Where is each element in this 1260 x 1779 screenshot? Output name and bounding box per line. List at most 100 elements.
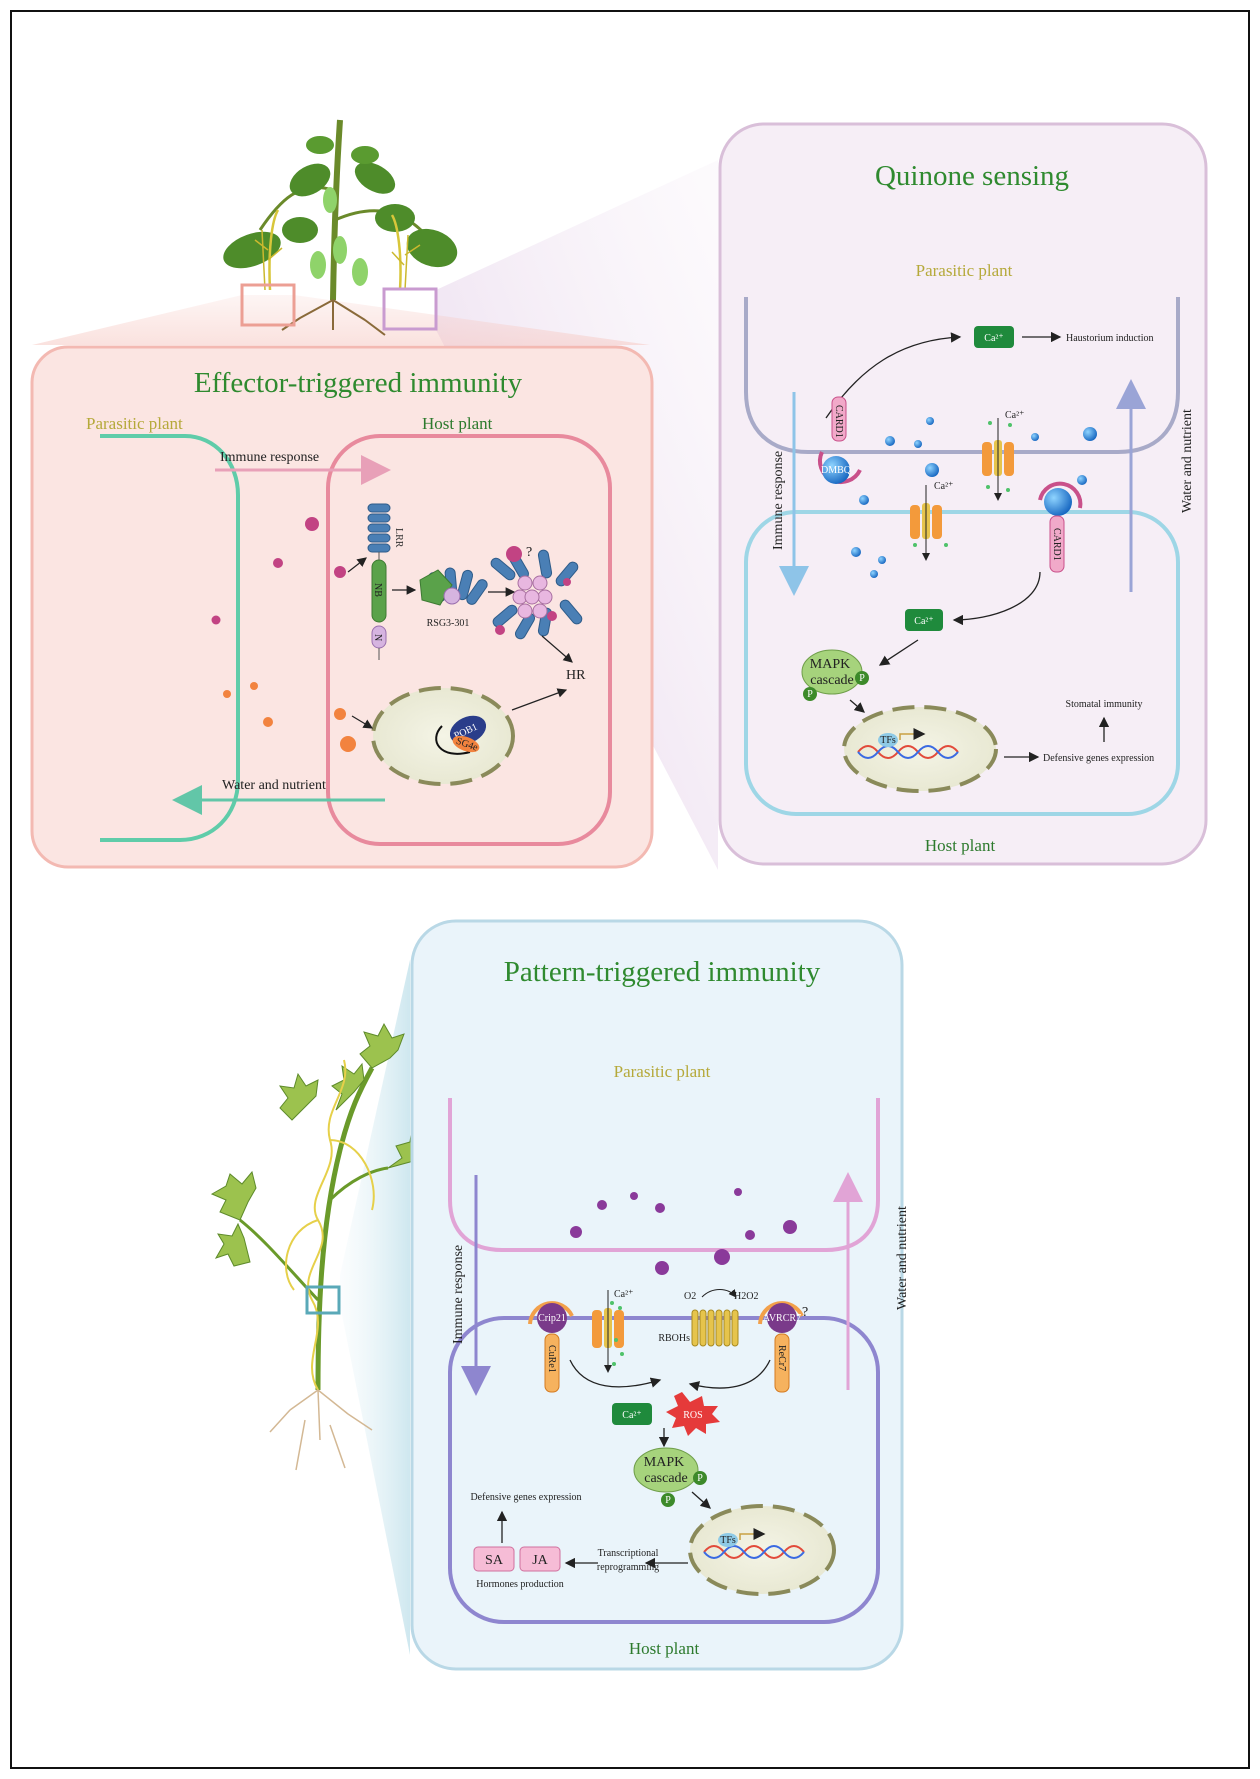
quinone-ca-badge-host: [905, 609, 943, 631]
quinone-dmbq-label: DMBQ: [821, 465, 852, 476]
eti-parasite-membrane: [100, 434, 240, 842]
pti-rbohs: [691, 1309, 739, 1347]
pti-zoom-box: [305, 1285, 341, 1315]
quinone-ca-channel-lower: [910, 485, 942, 561]
eti-nb-label: NB: [372, 583, 383, 597]
pti-sa-label: SA: [485, 1553, 504, 1568]
pti-host-cell: [448, 1316, 880, 1624]
pti-tfs-label: TFs: [720, 1535, 736, 1546]
quinone-immune-label: Immune response: [771, 451, 786, 550]
pti-transcriptional-line2: reprogramming: [597, 1562, 659, 1573]
pti-hormones-label: Hormones production: [476, 1579, 564, 1590]
quinone-defensive-label: Defensive genes expression: [1043, 753, 1154, 764]
pti-title: Pattern-triggered immunity: [504, 956, 821, 988]
pti-parasite-membrane: [448, 1098, 880, 1252]
eti-title: Effector-triggered immunity: [194, 367, 523, 399]
quinone-host-label: Host plant: [925, 836, 996, 855]
eti-immune-label: Immune response: [220, 450, 319, 465]
pti-host-label: Host plant: [629, 1639, 700, 1658]
quinone-host-cell: [744, 510, 1180, 816]
pti-ja-box: [519, 1546, 561, 1572]
quinone-zoom-box: [382, 287, 438, 331]
quinone-ca-host-label: Ca²⁺: [914, 616, 933, 627]
pti-immune-label: Immune response: [451, 1245, 466, 1344]
pti-pamp-molecules: [570, 1188, 797, 1275]
eti-resistosome: [490, 546, 583, 640]
quinone-card1-host: [1049, 515, 1065, 573]
quinone-title: Quinone sensing: [875, 160, 1069, 192]
pti-ja-label: JA: [532, 1553, 548, 1568]
pti-crip21-ligand: [537, 1303, 567, 1333]
pti-p2: P: [665, 1495, 671, 1506]
pti-sa-box: [473, 1546, 515, 1572]
host-plant-illustration-bottom: [210, 1022, 433, 1471]
quinone-ca-channel-upper-label: Ca²⁺: [1005, 410, 1024, 421]
eti-host-label: Host plant: [422, 414, 493, 433]
eti-nucleus: [371, 686, 515, 786]
quinone-p2: P: [807, 689, 813, 700]
pti-o2-label: O2: [684, 1291, 696, 1302]
eti-water-label: Water and nutrient: [222, 778, 326, 793]
quinone-molecules: [851, 417, 1097, 578]
eti-nlr-receptor: LRR NB N: [367, 503, 404, 660]
pti-question: ?: [802, 1305, 808, 1320]
quinone-parasitic-label: Parasitic plant: [916, 261, 1013, 280]
pti-cure1-label: CuRe1: [546, 1345, 557, 1373]
pti-ca-badge-label: Ca²⁺: [622, 1410, 641, 1421]
eti-pob1-protein: POB1 SG4e: [449, 715, 487, 754]
pti-cure1-receptor: [544, 1333, 560, 1393]
quinone-card1-host-label: CARD1: [1051, 528, 1062, 561]
eti-host-cell: [326, 434, 612, 846]
quinone-tfs-label: TFs: [880, 735, 896, 746]
quinone-p1: P: [859, 673, 865, 684]
pti-ca-badge: [612, 1403, 652, 1425]
pti-h2o2-label: H2O2: [734, 1291, 758, 1302]
eti-hr-label: HR: [566, 668, 586, 683]
eti-parasitic-label: Parasitic plant: [86, 414, 183, 433]
quinone-ca-channel-upper: [982, 418, 1014, 501]
quinone-dna: [857, 745, 959, 759]
zoom-connector-pti: [340, 960, 410, 1655]
quinone-mapk-line1: MAPK: [810, 657, 850, 672]
pti-avr-label: AVRCR7: [763, 1313, 801, 1324]
zoom-connector-eti: [32, 295, 650, 345]
pti-panel-bg: [410, 919, 904, 1671]
pti-crip21-label: Crip21: [538, 1313, 566, 1324]
pti-avr-ligand: [767, 1303, 797, 1333]
pti-mapk-line1: MAPK: [644, 1455, 684, 1470]
quinone-haustorium-label: Haustorium induction: [1066, 333, 1154, 344]
pti-ros-label: ROS: [683, 1410, 702, 1421]
quinone-ca-badge-top: [974, 326, 1014, 348]
quinone-mapk-line2: cascade: [810, 673, 854, 688]
pti-parasitic-label: Parasitic plant: [614, 1062, 711, 1081]
quinone-water-label: Water and nutrient: [1180, 409, 1195, 513]
eti-panel: Effector-triggered immunity Parasitic pl…: [30, 345, 654, 869]
eti-rsg-complex: [419, 567, 488, 606]
host-plant-illustration-top: [223, 119, 458, 336]
pti-mapk-line2: cascade: [644, 1471, 688, 1486]
quinone-panel: Quinone sensing Parasitic plant Immune r…: [718, 122, 1208, 866]
eti-n-label: N: [372, 634, 383, 641]
quinone-dmbq-ball: [822, 456, 850, 484]
pti-ca-channel-label: Ca²⁺: [614, 1289, 633, 1300]
eti-question: ?: [526, 545, 532, 560]
quinone-ca-top-label: Ca²⁺: [984, 333, 1003, 344]
pti-transcriptional-line1: Transcriptional: [598, 1548, 659, 1559]
pti-recr7-receptor: [774, 1333, 790, 1393]
eti-effector-molecules: [211, 517, 356, 752]
eti-lrr-label: LRR: [393, 528, 404, 548]
outer-frame: [10, 10, 1250, 1769]
quinone-card1-top: [831, 396, 847, 442]
quinone-parasite-membrane: [744, 297, 1180, 454]
pti-panel: Pattern-triggered immunity Parasitic pla…: [410, 919, 910, 1671]
pti-ros-burst: [666, 1392, 720, 1436]
pti-dna: [703, 1545, 805, 1559]
quinone-stomatal-label: Stomatal immunity: [1066, 699, 1143, 710]
quinone-card1-top-label: CARD1: [833, 405, 844, 438]
pti-recr7-label: ReCr7: [776, 1345, 787, 1371]
eti-rsg-label: RSG3-301: [427, 618, 470, 629]
pti-water-label: Water and nutrient: [895, 1206, 910, 1310]
pti-p1: P: [697, 1473, 703, 1484]
pti-mapk: [633, 1447, 699, 1493]
